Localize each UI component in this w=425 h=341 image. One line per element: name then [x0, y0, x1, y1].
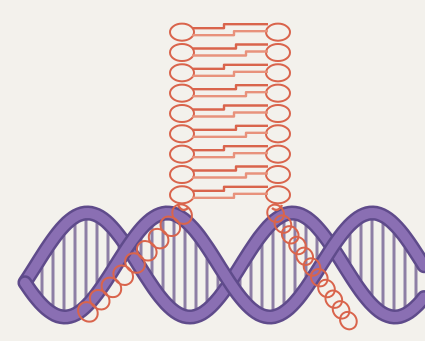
zipper-rung-upper	[192, 106, 268, 110]
zipper-rung-lower	[192, 113, 268, 117]
zipper-helix-turn-left	[170, 105, 194, 122]
zipper-rung-upper	[192, 187, 268, 191]
zipper-helix-turn-right	[266, 146, 290, 163]
zipper-helix-turn-left	[170, 44, 194, 61]
zipper-helix-turn-left	[170, 24, 194, 41]
zipper-helix-turn-left	[170, 186, 194, 203]
zipper-helix-turn-right	[266, 64, 290, 81]
zipper-helix-turn-right	[266, 44, 290, 61]
zipper-rung-upper	[192, 24, 268, 28]
zipper-rung-lower	[192, 153, 268, 157]
alpha-helix-turn	[337, 309, 360, 333]
zipper-helix-turn-right	[266, 85, 290, 102]
zipper-helix-turn-left	[170, 64, 194, 81]
zipper-rung-lower	[192, 174, 268, 178]
zipper-rung-lower	[192, 92, 268, 96]
leucine-zipper-coiled-coil	[170, 24, 290, 210]
zipper-helix-turn-right	[266, 125, 290, 142]
zipper-helix-turn-right	[266, 186, 290, 203]
zipper-rung-lower	[192, 31, 268, 35]
zipper-helix-turn-right	[266, 105, 290, 122]
zipper-helix-turn-right	[266, 24, 290, 41]
zipper-rung-lower	[192, 72, 268, 76]
zipper-helix-turn-right	[266, 166, 290, 183]
zipper-rung-upper	[192, 85, 268, 89]
zipper-rung-upper	[192, 167, 268, 171]
zipper-helix-turn-left	[170, 166, 194, 183]
zipper-rung-upper	[192, 146, 268, 150]
zipper-rung-lower	[192, 133, 268, 137]
zipper-helix-turn-left	[170, 125, 194, 142]
zipper-rung-upper	[192, 126, 268, 130]
zipper-rung-upper	[192, 45, 268, 49]
zipper-rung-lower	[192, 52, 268, 56]
zipper-helix-turn-left	[170, 146, 194, 163]
zipper-rung-upper	[192, 65, 268, 69]
zipper-helix-turn-left	[170, 85, 194, 102]
zipper-rung-lower	[192, 194, 268, 198]
